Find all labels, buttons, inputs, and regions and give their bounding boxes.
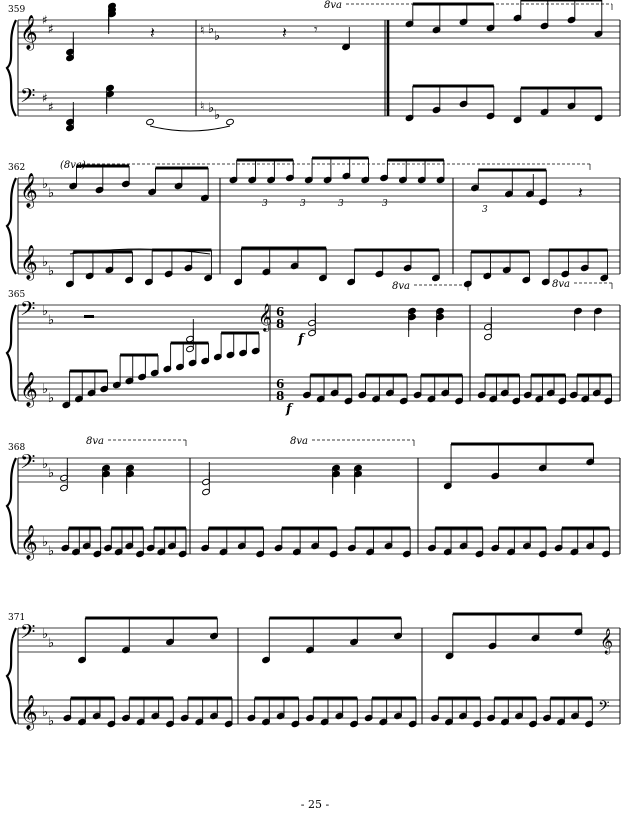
flat-icon: ♭ bbox=[48, 636, 54, 651]
grand-staff-brace bbox=[5, 627, 17, 725]
time-signature-top: 6 bbox=[276, 305, 284, 319]
flat-icon: ♭ bbox=[48, 466, 54, 481]
dynamic-mark: f bbox=[285, 402, 294, 417]
time-signature-top: 6 bbox=[276, 377, 284, 391]
measure-number: 371 bbox=[8, 613, 25, 623]
measure-number: 359 bbox=[8, 5, 25, 15]
flat-icon: ♭ bbox=[42, 255, 48, 270]
grand-staff-brace bbox=[5, 304, 17, 402]
slur bbox=[149, 125, 231, 132]
flat-icon: ♭ bbox=[42, 382, 48, 397]
time-signature-bottom: 8 bbox=[276, 389, 284, 403]
flat-icon: ♭ bbox=[42, 535, 48, 550]
tuplet-label: 3 bbox=[482, 205, 488, 215]
flat-icon: ♭ bbox=[42, 705, 48, 720]
flat-icon: ♭ bbox=[48, 313, 54, 328]
measure-number: 365 bbox=[8, 290, 25, 300]
treble-clef-icon: 𝄞 bbox=[20, 372, 38, 408]
page-number: - 25 - bbox=[300, 798, 330, 811]
octave-mark: 8va bbox=[392, 281, 410, 292]
flat-icon: ♭ bbox=[48, 391, 54, 406]
sharp-icon: ♯ bbox=[42, 91, 48, 105]
tuplet-label: 3 bbox=[338, 199, 344, 209]
octave-mark: 8va bbox=[86, 436, 104, 447]
bass-clef-icon: 𝄢 bbox=[20, 84, 35, 112]
flat-icon: ♭ bbox=[42, 177, 48, 192]
quarter-rest-icon: 𝄽 bbox=[578, 183, 583, 202]
flat-icon: ♭ bbox=[48, 714, 54, 729]
grand-staff-brace bbox=[5, 457, 17, 555]
half-rest-icon bbox=[84, 315, 94, 318]
quarter-rest-icon: 𝄽 bbox=[150, 23, 155, 42]
natural-icon: ♮ bbox=[200, 23, 204, 37]
octave-mark: 8va bbox=[290, 436, 308, 447]
treble-clef-icon: 𝄞 bbox=[20, 525, 38, 561]
eighth-rest-icon: 𝄾 bbox=[314, 22, 318, 38]
tuplet-label: 3 bbox=[262, 199, 268, 209]
treble-clef-icon: 𝄞 bbox=[20, 173, 38, 209]
flat-icon: ♭ bbox=[42, 304, 48, 319]
octave-mark: 8va bbox=[552, 279, 570, 290]
flat-icon: ♭ bbox=[214, 108, 220, 123]
time-signature-bottom: 8 bbox=[276, 317, 284, 331]
bass-clef-icon: 𝄢 bbox=[20, 620, 35, 648]
natural-icon: ♮ bbox=[200, 99, 204, 113]
bass-clef-icon: 𝄢 bbox=[598, 698, 610, 719]
flat-icon: ♭ bbox=[214, 29, 220, 44]
treble-clef-icon: 𝄞 bbox=[600, 628, 613, 654]
quarter-rest-icon: 𝄽 bbox=[282, 23, 287, 42]
treble-clef-icon: 𝄞 bbox=[20, 15, 38, 51]
measure-number: 362 bbox=[8, 163, 25, 173]
flat-icon: ♭ bbox=[208, 22, 214, 37]
treble-clef-icon: 𝄞 bbox=[20, 695, 38, 731]
flat-icon: ♭ bbox=[42, 457, 48, 472]
music-system: 371𝄢𝄞♭♭♭♭𝄞𝄢 bbox=[5, 612, 621, 731]
flat-icon: ♭ bbox=[42, 627, 48, 642]
flat-icon: ♭ bbox=[48, 264, 54, 279]
sharp-icon: ♯ bbox=[48, 100, 54, 114]
music-system: 359𝄞𝄢♯♯♯♯♮♭♭♮♭♭𝄽𝄽𝄾8va bbox=[5, 0, 621, 132]
bass-clef-icon: 𝄢 bbox=[20, 450, 35, 478]
flat-icon: ♭ bbox=[48, 544, 54, 559]
treble-clef-icon: 𝄞 bbox=[20, 245, 38, 281]
notehead bbox=[226, 118, 234, 126]
notehead bbox=[146, 118, 154, 126]
sharp-icon: ♯ bbox=[48, 22, 54, 36]
octave-mark: 8va bbox=[324, 0, 342, 11]
dynamic-mark: f bbox=[297, 332, 306, 347]
tuplet-label: 3 bbox=[382, 199, 388, 209]
tuplet-label: 3 bbox=[300, 199, 306, 209]
octave-mark: (8va) bbox=[60, 160, 86, 171]
sharp-icon: ♯ bbox=[42, 13, 48, 27]
flat-icon: ♭ bbox=[208, 101, 214, 116]
flat-icon: ♭ bbox=[48, 186, 54, 201]
treble-clef-icon: 𝄞 bbox=[258, 303, 272, 332]
grand-staff-brace bbox=[5, 19, 17, 117]
bass-clef-icon: 𝄢 bbox=[20, 297, 35, 325]
measure-number: 368 bbox=[8, 443, 25, 453]
slur bbox=[69, 248, 211, 255]
grand-staff-brace bbox=[5, 177, 17, 275]
